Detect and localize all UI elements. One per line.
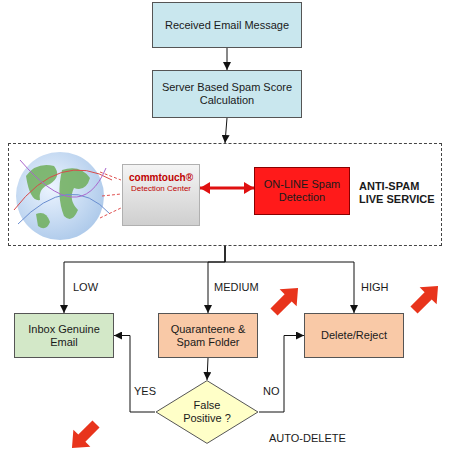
edge-label: LOW <box>72 281 99 294</box>
globe-picture <box>14 152 112 240</box>
node-text: Inbox Genuine Email <box>21 323 107 349</box>
process-box: ON-LINE Spam Detection <box>254 167 350 215</box>
node-text: ON-LINE Spam Detection <box>261 178 343 204</box>
process-box: Server Based Spam Score Calculation <box>152 70 302 118</box>
dashed-link-lines <box>100 172 121 218</box>
service-region: ANTI-SPAM LIVE SERVICE commtouch®Detectio… <box>8 143 442 246</box>
red-block-arrows <box>63 277 446 456</box>
process-box: Inbox Genuine Email <box>14 313 114 358</box>
node-text: Detection Center <box>131 184 191 194</box>
edge-label: NO <box>262 385 281 398</box>
detection-center-card: commtouch®Detection Center <box>122 164 200 226</box>
connector <box>259 336 304 413</box>
connector <box>114 336 155 413</box>
node-text: commtouch® <box>129 171 193 184</box>
connector <box>225 118 227 143</box>
process-box: Delete/Reject <box>304 313 404 358</box>
connector <box>200 187 254 190</box>
node-text: Delete/Reject <box>321 329 387 342</box>
decision-diamond: False Positive ? <box>155 380 259 444</box>
edge-label: HIGH <box>360 281 390 294</box>
node-text: Received Email Message <box>165 19 289 32</box>
connector <box>64 246 225 313</box>
node-text: Server Based Spam Score Calculation <box>159 81 295 107</box>
node-text: ANTI-SPAM LIVE SERVICE <box>359 180 443 206</box>
process-box: Received Email Message <box>152 2 302 48</box>
connector <box>225 246 354 313</box>
node-text: Quaranteene & Spam Folder <box>165 323 251 349</box>
note-label: AUTO-DELETE <box>268 432 347 445</box>
edge-label: MEDIUM <box>213 281 260 294</box>
edge-label: YES <box>133 385 157 398</box>
connector <box>227 48 228 70</box>
node-text: False Positive ? <box>176 399 238 425</box>
connector <box>207 358 208 380</box>
connector <box>208 246 225 313</box>
process-box: Quaranteene & Spam Folder <box>158 313 258 358</box>
